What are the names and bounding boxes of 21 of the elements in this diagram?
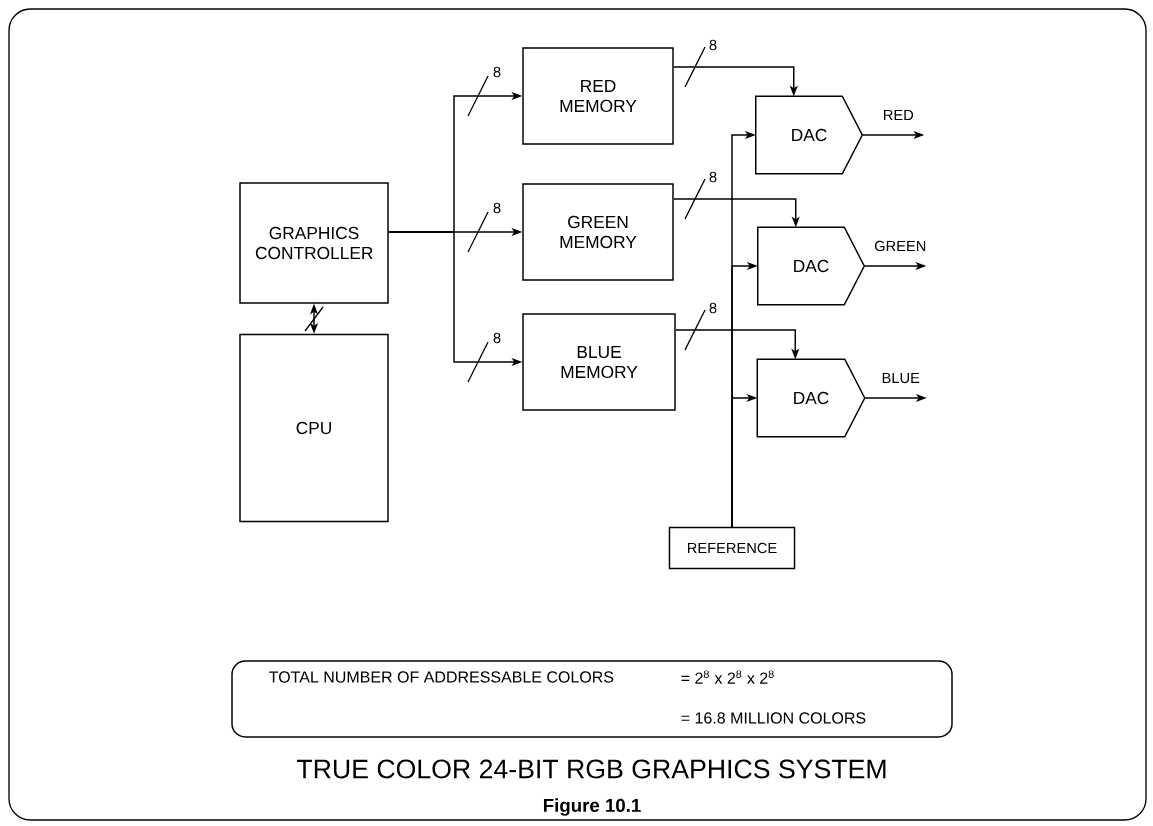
- edge-label: 8: [709, 302, 717, 314]
- edge-label: RED: [884, 109, 914, 121]
- title: TRUE COLOR 24-BIT RGB GRAPHICS SYSTEM: [297, 759, 886, 779]
- reference-box: REFERENCE: [668, 526, 796, 570]
- edge-label: 8: [493, 66, 501, 78]
- dac-block: DAC: [756, 358, 866, 438]
- edge-label: BLUE: [882, 372, 920, 384]
- block-box: GREEN MEMORY: [522, 183, 674, 281]
- dac-block: DAC: [757, 226, 866, 306]
- edge-label: 8: [709, 39, 717, 51]
- edge-label: 8: [709, 171, 717, 183]
- block-box: GRAPHICS CONTROLLER: [239, 182, 389, 304]
- caption: Figure 10.1: [544, 798, 641, 816]
- edge-label: GREEN: [874, 240, 926, 252]
- block-box: BLUE MEMORY: [522, 313, 676, 411]
- edge-label: 8: [493, 202, 501, 214]
- dac-block: DAC: [755, 95, 864, 175]
- formula-panel: TOTAL NUMBER OF ADDRESSABLE COLORS = 2$^{8}$ x 2$^{8}$ x 2$^{8}$ = 16.8 MILLION COLORS: [231, 660, 953, 738]
- edge-label: 8: [493, 332, 501, 344]
- block-box: CPU: [239, 333, 389, 523]
- block-box: RED MEMORY: [522, 47, 674, 145]
